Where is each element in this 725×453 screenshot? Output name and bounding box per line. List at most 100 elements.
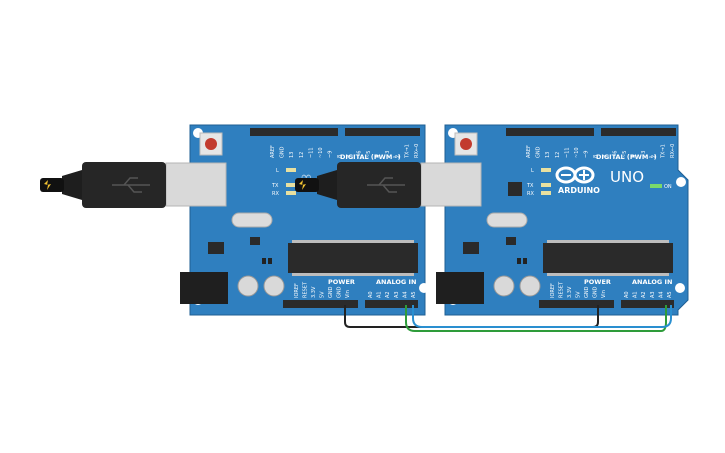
digital-pin-label-2: 13 (289, 152, 295, 158)
led-l-label-right: L (531, 168, 534, 174)
power-jack-left[interactable] (180, 272, 228, 304)
analog-pin-label-right-5: A5 (667, 291, 673, 298)
digital-pin-label-9: ~6 (356, 151, 362, 158)
digital-header-left-b[interactable] (345, 128, 420, 136)
power-header-left[interactable] (283, 300, 358, 308)
on-label: ON (664, 184, 672, 190)
digital-pin-label-4: ~11 (308, 147, 314, 158)
power-pin-label-right-2: 3.3V (567, 286, 573, 298)
digital-pin-label-right-9: ~6 (612, 151, 618, 158)
led-tx-label: TX (271, 183, 279, 189)
capacitor-right-2 (519, 275, 541, 297)
digital-pin-label-right-5: ~10 (574, 147, 580, 158)
digital-pin-label-11: 4 (376, 155, 382, 158)
digital-header-right-a[interactable] (506, 128, 594, 136)
digital-pin-label-right-1: GND (536, 146, 542, 158)
power-pin-label-right-1: RESET (559, 281, 565, 298)
digital-pin-label-right-8: 7 (603, 155, 609, 158)
digital-pin-label-12: ~3 (385, 151, 391, 158)
usb-symbol-icon (112, 177, 150, 193)
digital-pin-label-7: 8 (337, 155, 343, 158)
digital-pin-label-6: ~9 (328, 151, 334, 158)
power-pin-label-3: 5V (320, 291, 326, 298)
led-rx-label-right: RX (527, 191, 534, 197)
usb-plug-icon-right (299, 180, 306, 190)
analog-pin-label-5: A5 (411, 291, 417, 298)
power-pin-label-right-0: IOREF (550, 283, 556, 298)
power-jack-right[interactable] (436, 272, 484, 304)
usb-b-connector-left (165, 162, 227, 207)
on-led (650, 184, 662, 188)
digital-pin-label-right-2: 13 (545, 152, 551, 158)
digital-pin-label-15: RX←0 (414, 144, 420, 158)
digital-pin-label-right-11: 4 (632, 155, 638, 158)
analog-pin-label-right-2: A2 (641, 291, 647, 298)
analog-pin-label-right-1: A1 (633, 291, 639, 298)
digital-header-label-right: DIGITAL (PWM~) (596, 153, 657, 161)
led-tx-label-right: TX (526, 183, 534, 189)
a5-wire[interactable] (412, 305, 672, 328)
digital-pin-label-right-12: ~3 (641, 151, 647, 158)
power-header-right[interactable] (539, 300, 614, 308)
reset-button-left[interactable] (199, 132, 223, 156)
digital-pin-label-13: 2 (395, 155, 401, 158)
led-l-label: L (276, 168, 279, 174)
usb-cable-right[interactable] (295, 162, 482, 208)
analog-pin-label-right-0: A0 (624, 291, 630, 298)
arduino-logo (555, 166, 595, 184)
analog-header-left[interactable] (365, 300, 418, 308)
microcontroller-chip-right (543, 243, 673, 273)
digital-pin-label-right-7: 8 (593, 155, 599, 158)
reset-button-right[interactable] (454, 132, 478, 156)
power-pin-label-6: Vin (345, 290, 351, 298)
power-pin-label-4: GND (328, 286, 334, 298)
analog-header-label: ANALOG IN (376, 278, 416, 286)
analog-pin-label-3: A3 (394, 291, 400, 298)
power-pin-label-right-5: GND (593, 286, 599, 298)
microcontroller-chip-left (288, 243, 418, 273)
usb-cable-left[interactable] (40, 162, 227, 208)
capacitor-right-1 (493, 275, 515, 297)
digital-pin-label-3: 12 (299, 152, 305, 158)
led-rx-left (286, 191, 296, 195)
digital-pin-label-right-14: TX→1 (660, 144, 666, 159)
digital-pin-label-right-10: ~5 (622, 151, 628, 158)
digital-header-right-b[interactable] (601, 128, 676, 136)
analog-pin-label-right-3: A3 (650, 291, 656, 298)
power-header-label-right: POWER (584, 278, 611, 286)
digital-pin-label-right-0: AREF (526, 145, 532, 158)
model-label: UNO (610, 168, 644, 186)
digital-pin-label-14: TX→1 (404, 144, 410, 159)
led-tx-left (286, 183, 296, 187)
power-pin-label-right-6: Vin (601, 290, 607, 298)
digital-pin-label-1: GND (280, 146, 286, 158)
digital-header-left-a[interactable] (250, 128, 338, 136)
digital-header-label: DIGITAL (PWM~) (340, 153, 401, 161)
power-pin-label-right-4: GND (584, 286, 590, 298)
digital-pin-label-right-4: ~11 (564, 147, 570, 158)
analog-header-right[interactable] (621, 300, 674, 308)
analog-pin-label-right-4: A4 (658, 291, 664, 298)
power-pin-label-1: RESET (303, 281, 309, 298)
analog-pin-label-2: A2 (385, 291, 391, 298)
digital-pin-label-10: ~5 (366, 151, 372, 158)
analog-header-label-right: ANALOG IN (632, 278, 672, 286)
analog-pin-label-1: A1 (377, 291, 383, 298)
power-pin-label-0: IOREF (294, 283, 300, 298)
usb-chip-right (508, 182, 522, 196)
digital-pin-label-right-3: 12 (555, 152, 561, 158)
capacitor-left-2 (263, 275, 285, 297)
crystal-right (486, 212, 528, 228)
led-l-left (286, 168, 296, 172)
led-rx-label: RX (272, 191, 279, 197)
power-pin-label-right-3: 5V (576, 291, 582, 298)
usb-plug-icon-left (44, 180, 51, 190)
digital-pin-label-0: AREF (270, 145, 276, 158)
